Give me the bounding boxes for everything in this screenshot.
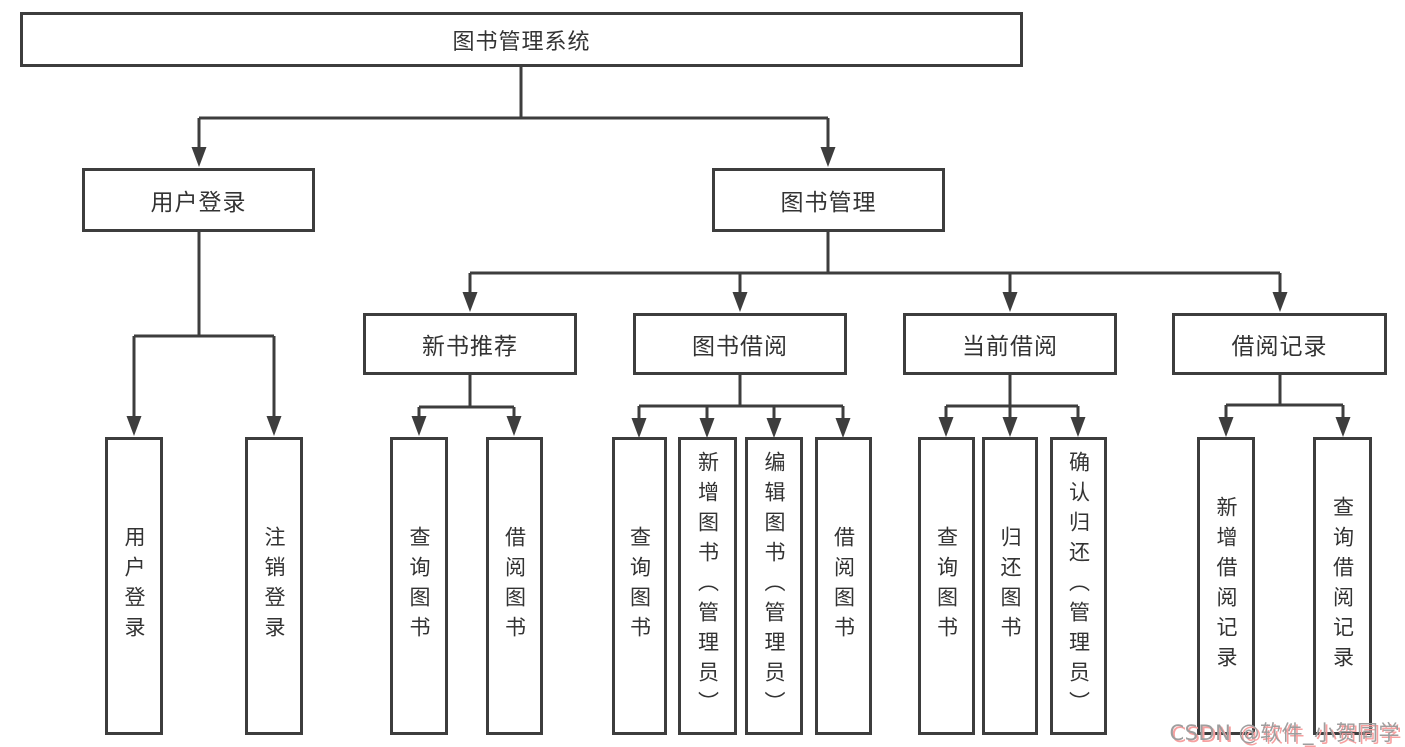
leaf-query-books-current: 查询图书: [918, 437, 975, 735]
leaf-borrow-books-recommend: 借阅图书: [486, 437, 543, 735]
leaf-add-book-admin: 新增图书（管理员）: [678, 437, 737, 735]
leaf-query-books-recommend: 查询图书: [390, 437, 448, 735]
leaf-confirm-return-admin: 确认归还（管理员）: [1050, 437, 1107, 735]
leaf-query-borrow-record: 查询借阅记录: [1313, 437, 1372, 735]
leaf-user-login: 用户登录: [105, 437, 163, 735]
node-borrow-records: 借阅记录: [1172, 313, 1387, 375]
leaf-edit-book-admin: 编辑图书（管理员）: [745, 437, 803, 735]
node-book-management: 图书管理: [712, 168, 945, 232]
leaf-query-books-borrow: 查询图书: [612, 437, 667, 735]
csdn-watermark: CSDN @软件_小贺同学: [1169, 721, 1400, 745]
leaf-logout: 注销登录: [245, 437, 303, 735]
leaf-add-borrow-record: 新增借阅记录: [1197, 437, 1255, 735]
node-book-borrow: 图书借阅: [633, 313, 847, 375]
node-new-book-recommend: 新书推荐: [363, 313, 577, 375]
node-current-borrow: 当前借阅: [903, 313, 1117, 375]
leaf-return-books: 归还图书: [982, 437, 1038, 735]
node-library-system: 图书管理系统: [20, 12, 1023, 67]
node-user-login: 用户登录: [82, 168, 315, 232]
leaf-borrow-books: 借阅图书: [815, 437, 872, 735]
